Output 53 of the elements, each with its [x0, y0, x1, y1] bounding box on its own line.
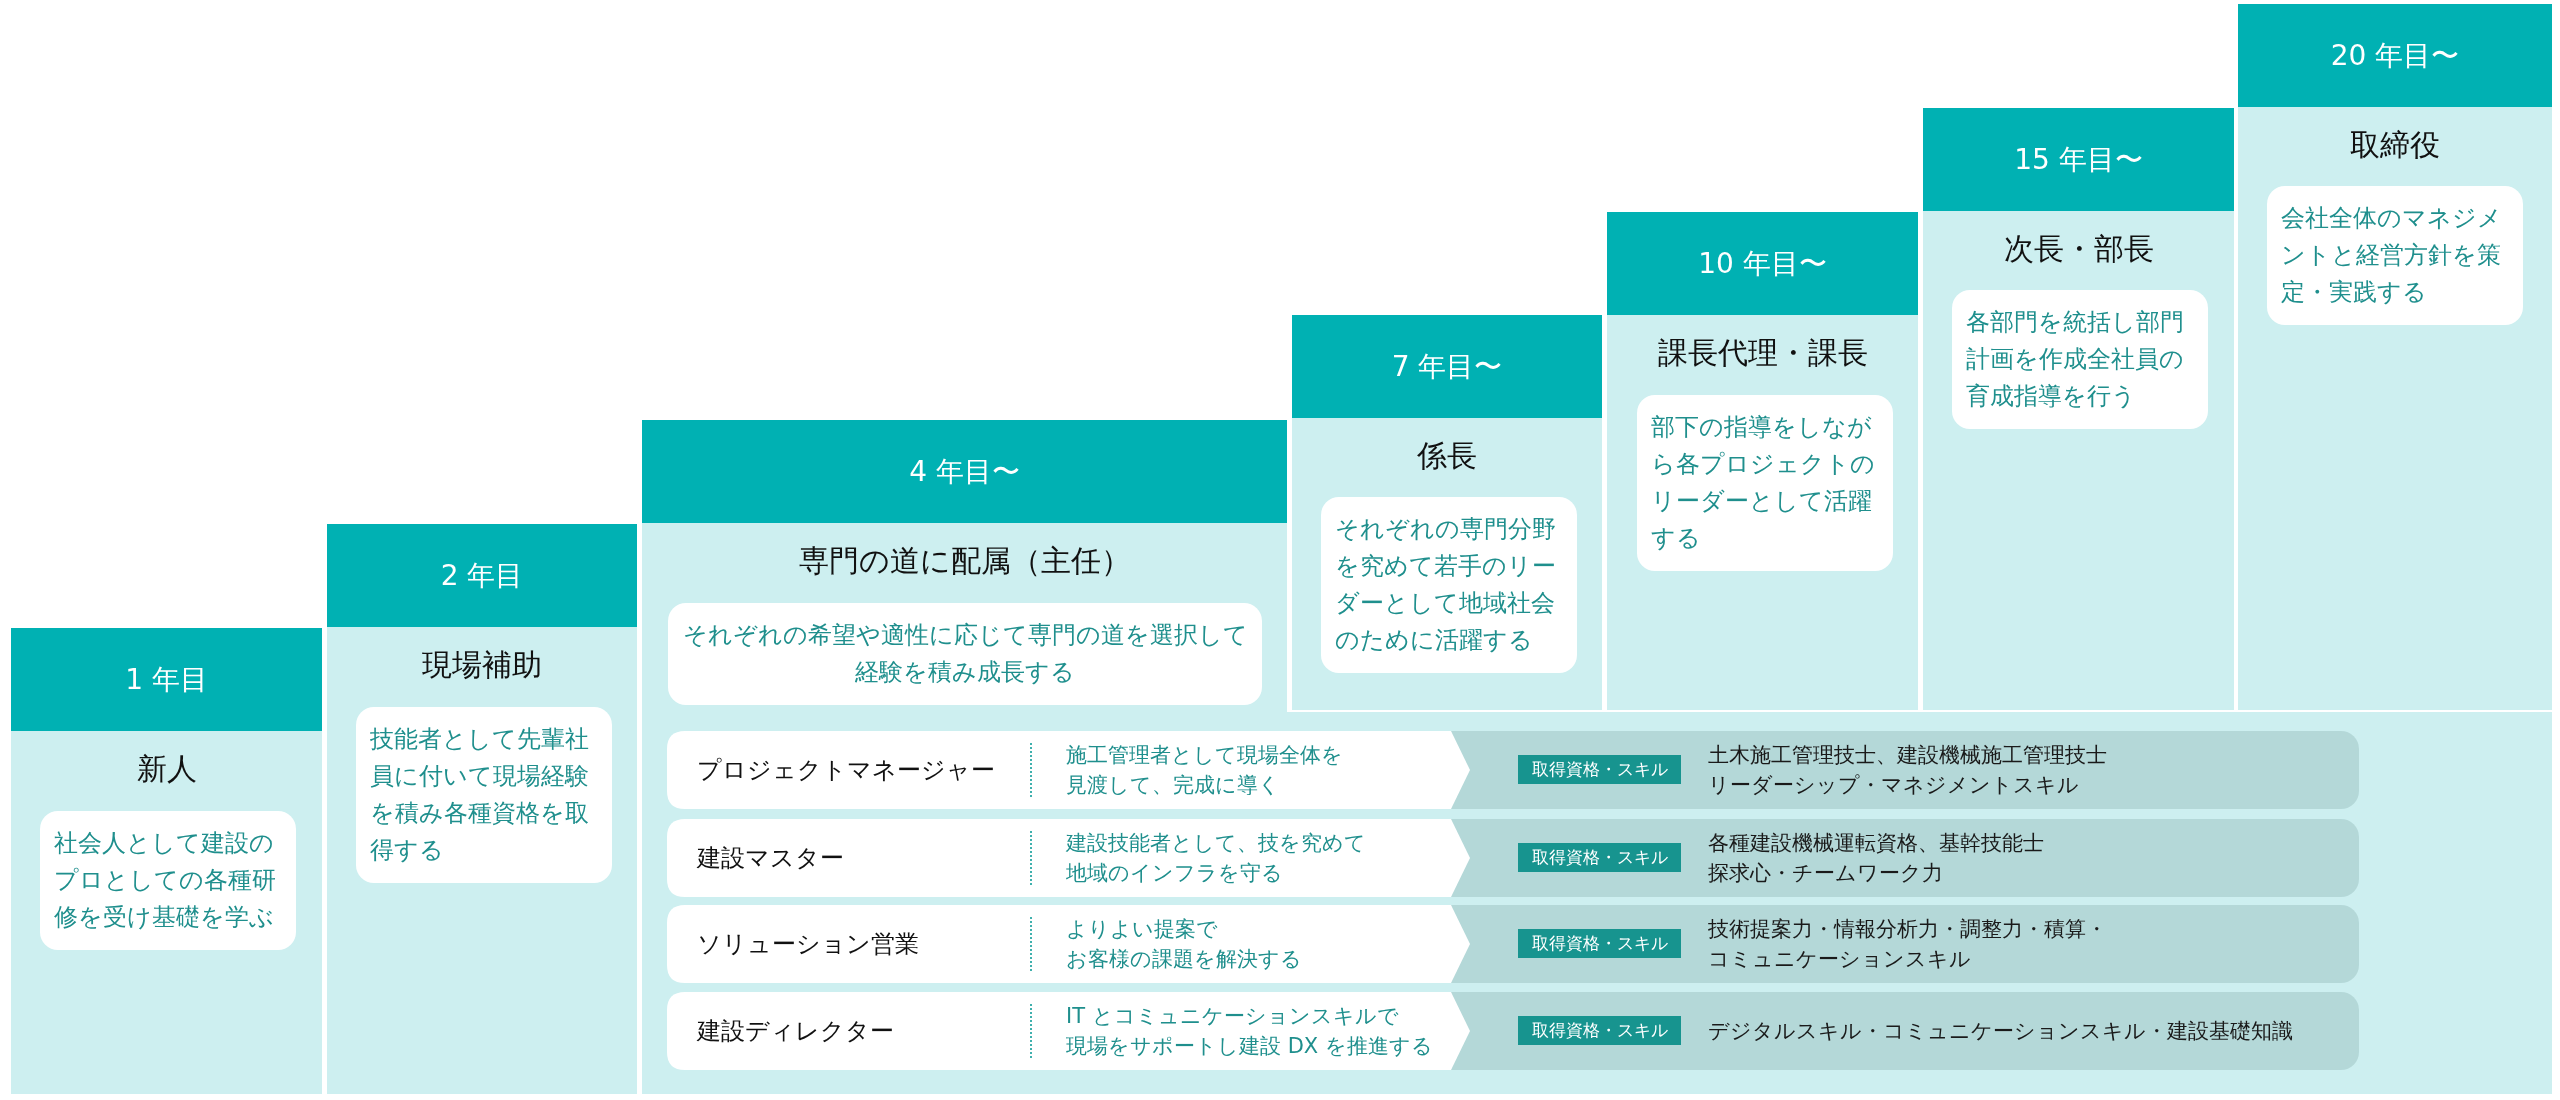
description-card: 各部門を統括し部門計画を作成全社員の育成指導を行う: [1952, 290, 2208, 429]
position-title: 取締役: [2350, 126, 2440, 164]
description-card: 部下の指導をしながら各プロジェクトのリーダーとして活躍する: [1637, 395, 1893, 571]
role-name: プロジェクトマネージャー: [697, 755, 995, 785]
track-panel: [642, 712, 2552, 1094]
qualification-tag: 取得資格・スキル: [1518, 755, 1681, 784]
role-chevron-box: [667, 819, 1470, 897]
position-title: 現場補助: [422, 646, 542, 684]
role-name: 建設ディレクター: [697, 1016, 894, 1046]
description-card: 社会人として建設のプロとしての各種研修を受け基礎を学ぶ: [40, 811, 296, 950]
skills-band: [1451, 905, 2359, 983]
qualification-tag: 取得資格・スキル: [1518, 929, 1681, 958]
year-header-band: 15 年目〜: [1923, 108, 2234, 211]
career-step-column: [327, 524, 637, 1094]
position-title: 新人: [136, 750, 197, 788]
description-card: 会社全体のマネジメントと経営方針を策定・実践する: [2267, 186, 2523, 325]
role-description: IT とコミュニケーションスキルで現場をサポートし建設 DX を推進する: [1066, 1003, 1433, 1060]
position-title: 課長代理・課長: [1657, 334, 1868, 372]
role-name: ソリューション営業: [697, 929, 919, 959]
career-step-column: [642, 420, 1287, 712]
career-step-column: [2238, 4, 2552, 710]
career-step-column: [11, 628, 322, 1094]
year-header-band: 4 年目〜: [642, 420, 1287, 523]
skills-band: [1451, 992, 2359, 1070]
description-card: 技能者として先輩社員に付いて現場経験を積み各種資格を取得する: [356, 707, 612, 883]
role-description: 施工管理者として現場全体を見渡して、完成に導く: [1066, 742, 1343, 799]
year-header-band: 1 年目: [11, 628, 322, 731]
position-title: 次長・部長: [2003, 230, 2154, 268]
qualification-tag: 取得資格・スキル: [1518, 1016, 1681, 1045]
position-title: 係長: [1417, 437, 1477, 475]
skills-text: 技術提案力・情報分析力・調整力・積算・コミュニケーションスキル: [1708, 916, 2108, 973]
skills-text: デジタルスキル・コミュニケーションスキル・建設基礎知識: [1708, 1018, 2294, 1045]
position-title: 専門の道に配属（主任）: [798, 542, 1131, 580]
year-header-band: 2 年目: [327, 524, 637, 627]
skills-text: 土木施工管理技士、建設機械施工管理技士リーダーシップ・マネジメントスキル: [1708, 742, 2108, 799]
role-description: 建設技能者として、技を究めて地域のインフラを守る: [1066, 830, 1366, 887]
description-card: それぞれの専門分野を究めて若手のリーダーとして地域社会のために活躍する: [1321, 497, 1577, 673]
role-chevron-box: [667, 992, 1470, 1070]
year-header-band: 10 年目〜: [1607, 212, 1918, 315]
career-step-column: [1923, 108, 2234, 710]
role-name: 建設マスター: [697, 843, 844, 873]
career-step-column: [1607, 212, 1918, 710]
skills-text: 各種建設機械運転資格、基幹技能士探求心・チームワーク力: [1708, 830, 2045, 887]
skills-band: [1451, 819, 2359, 897]
description-card: それぞれの希望や適性に応じて専門の道を選択して経験を積み成長する: [668, 603, 1262, 705]
year-header-band: 7 年目〜: [1292, 315, 1602, 418]
year-header-band: 20 年目〜: [2238, 4, 2552, 107]
role-chevron-box: [667, 905, 1470, 983]
career-step-column: [1292, 315, 1602, 710]
role-description: よりよい提案でお客様の課題を解決する: [1066, 916, 1302, 973]
role-chevron-box: [667, 731, 1470, 809]
skills-band: [1451, 731, 2359, 809]
qualification-tag: 取得資格・スキル: [1518, 843, 1681, 872]
